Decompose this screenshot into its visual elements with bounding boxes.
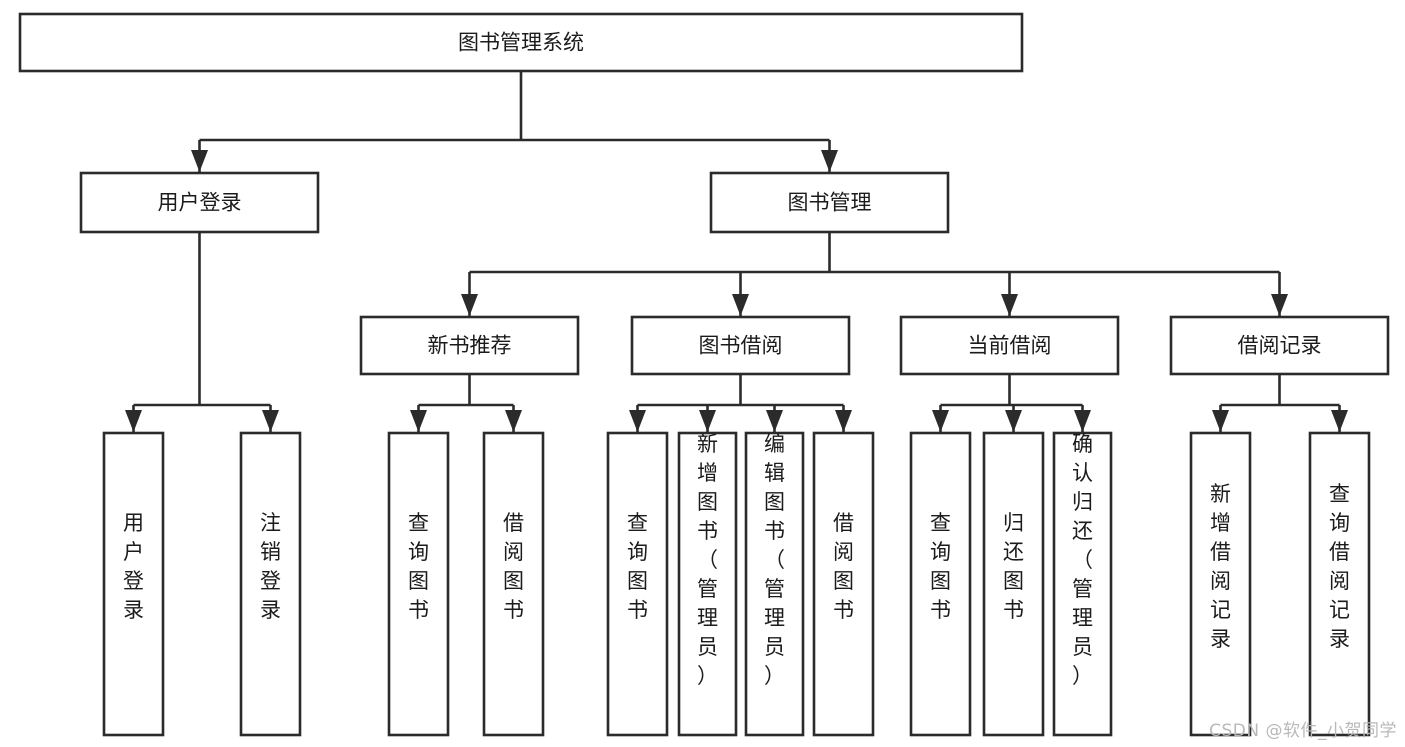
node-leaf-add-book-admin-box xyxy=(677,431,738,737)
node-leaf-edit-book-admin[interactable]: 编辑图书（管理员） xyxy=(744,431,805,737)
node-leaf-add-borrow-record-box xyxy=(1189,431,1252,737)
node-leaf-query-book-borrow-box xyxy=(606,431,669,737)
arrow-head-icon-leaf-query-book-current xyxy=(932,410,949,432)
node-book-borrow-label: 图书借阅 xyxy=(699,334,783,358)
connector-layer xyxy=(125,71,1348,432)
node-current-borrow-box xyxy=(899,315,1120,376)
node-current-borrow[interactable]: 当前借阅 xyxy=(899,315,1120,376)
node-leaf-borrow-book-recommend[interactable]: 借阅图书 xyxy=(482,431,545,737)
arrow-head-icon-leaf-return-book xyxy=(1005,410,1022,432)
node-book-borrow-box xyxy=(630,315,851,376)
node-leaf-return-book-label: 归还图书 xyxy=(1003,511,1024,622)
arrow-head-icon-book-borrow xyxy=(732,294,749,316)
arrow-head-icon-leaf-add-book-admin xyxy=(699,410,716,432)
node-leaf-query-book-borrow-label: 查询图书 xyxy=(627,511,648,622)
node-leaf-user-logout-label: 注销登录 xyxy=(260,511,281,622)
arrow-head-icon-borrow-record xyxy=(1271,294,1288,316)
node-layer: 图书管理系统用户登录图书管理新书推荐图书借阅当前借阅借阅记录用户登录注销登录查询… xyxy=(18,12,1390,737)
arrow-head-icon-leaf-edit-book-admin xyxy=(766,410,783,432)
node-leaf-query-book-borrow[interactable]: 查询图书 xyxy=(606,431,669,737)
arrow-head-icon-current-borrow xyxy=(1001,294,1018,316)
node-leaf-add-book-admin-label: 新增图书（管理员） xyxy=(697,432,718,688)
arrow-head-icon-leaf-borrow-book xyxy=(835,410,852,432)
node-borrow-record-box xyxy=(1169,315,1390,376)
arrow-head-icon-leaf-user-logout xyxy=(262,410,279,432)
arrow-head-icon-user-login xyxy=(191,150,208,172)
arrow-head-icon-book-management xyxy=(821,150,838,172)
node-root[interactable]: 图书管理系统 xyxy=(18,12,1024,73)
node-leaf-query-borrow-record-box xyxy=(1308,431,1371,737)
node-user-login-box xyxy=(79,171,320,234)
arrow-head-icon-leaf-borrow-book-recommend xyxy=(505,410,522,432)
node-borrow-record-label: 借阅记录 xyxy=(1238,334,1322,358)
node-leaf-borrow-book[interactable]: 借阅图书 xyxy=(812,431,875,737)
node-leaf-query-book-recommend-label: 查询图书 xyxy=(408,511,429,622)
node-leaf-query-book-current[interactable]: 查询图书 xyxy=(909,431,972,737)
node-root-label: 图书管理系统 xyxy=(458,31,584,55)
node-leaf-confirm-return-admin[interactable]: 确认归还（管理员） xyxy=(1052,431,1113,737)
arrow-head-icon-leaf-query-borrow-record xyxy=(1331,410,1348,432)
node-leaf-query-borrow-record[interactable]: 查询借阅记录 xyxy=(1308,431,1371,737)
node-leaf-return-book-box xyxy=(982,431,1045,737)
node-leaf-query-book-current-box xyxy=(909,431,972,737)
watermark-label: CSDN @软件_小贺同学 xyxy=(1209,721,1397,741)
arrow-head-icon-leaf-query-book-recommend xyxy=(410,410,427,432)
arrow-head-icon-leaf-user-login xyxy=(125,410,142,432)
node-leaf-borrow-book-recommend-label: 借阅图书 xyxy=(503,511,524,622)
arrow-head-icon-leaf-add-borrow-record xyxy=(1212,410,1229,432)
node-book-management-label: 图书管理 xyxy=(788,191,872,215)
node-leaf-confirm-return-admin-box xyxy=(1052,431,1113,737)
node-leaf-borrow-book-label: 借阅图书 xyxy=(833,511,854,622)
node-new-book-recommend-label: 新书推荐 xyxy=(428,334,512,358)
node-new-book-recommend[interactable]: 新书推荐 xyxy=(359,315,580,376)
node-leaf-query-borrow-record-label: 查询借阅记录 xyxy=(1329,482,1350,651)
node-leaf-user-logout-box xyxy=(239,431,302,737)
node-current-borrow-label: 当前借阅 xyxy=(968,334,1052,358)
node-leaf-return-book[interactable]: 归还图书 xyxy=(982,431,1045,737)
node-leaf-add-book-admin[interactable]: 新增图书（管理员） xyxy=(677,431,738,737)
node-leaf-user-login[interactable]: 用户登录 xyxy=(102,431,165,737)
arrow-head-icon-leaf-query-book-borrow xyxy=(629,410,646,432)
arrow-head-icon-new-book-recommend xyxy=(461,294,478,316)
node-leaf-edit-book-admin-box xyxy=(744,431,805,737)
node-leaf-query-book-current-label: 查询图书 xyxy=(930,511,951,622)
node-root-box xyxy=(18,12,1024,73)
node-user-login[interactable]: 用户登录 xyxy=(79,171,320,234)
node-leaf-edit-book-admin-label: 编辑图书（管理员） xyxy=(764,432,785,688)
node-new-book-recommend-box xyxy=(359,315,580,376)
node-book-management-box xyxy=(709,171,950,234)
arrow-head-icon-leaf-confirm-return-admin xyxy=(1074,410,1091,432)
node-leaf-add-borrow-record[interactable]: 新增借阅记录 xyxy=(1189,431,1252,737)
node-borrow-record[interactable]: 借阅记录 xyxy=(1169,315,1390,376)
node-leaf-borrow-book-recommend-box xyxy=(482,431,545,737)
node-leaf-confirm-return-admin-label: 确认归还（管理员） xyxy=(1072,432,1093,688)
node-leaf-query-book-recommend-box xyxy=(387,431,450,737)
node-leaf-user-logout[interactable]: 注销登录 xyxy=(239,431,302,737)
node-book-management[interactable]: 图书管理 xyxy=(709,171,950,234)
node-leaf-borrow-book-box xyxy=(812,431,875,737)
node-leaf-user-login-label: 用户登录 xyxy=(123,511,144,622)
node-leaf-add-borrow-record-label: 新增借阅记录 xyxy=(1210,482,1231,651)
node-book-borrow[interactable]: 图书借阅 xyxy=(630,315,851,376)
node-user-login-label: 用户登录 xyxy=(158,191,242,215)
node-leaf-query-book-recommend[interactable]: 查询图书 xyxy=(387,431,450,737)
node-leaf-user-login-box xyxy=(102,431,165,737)
